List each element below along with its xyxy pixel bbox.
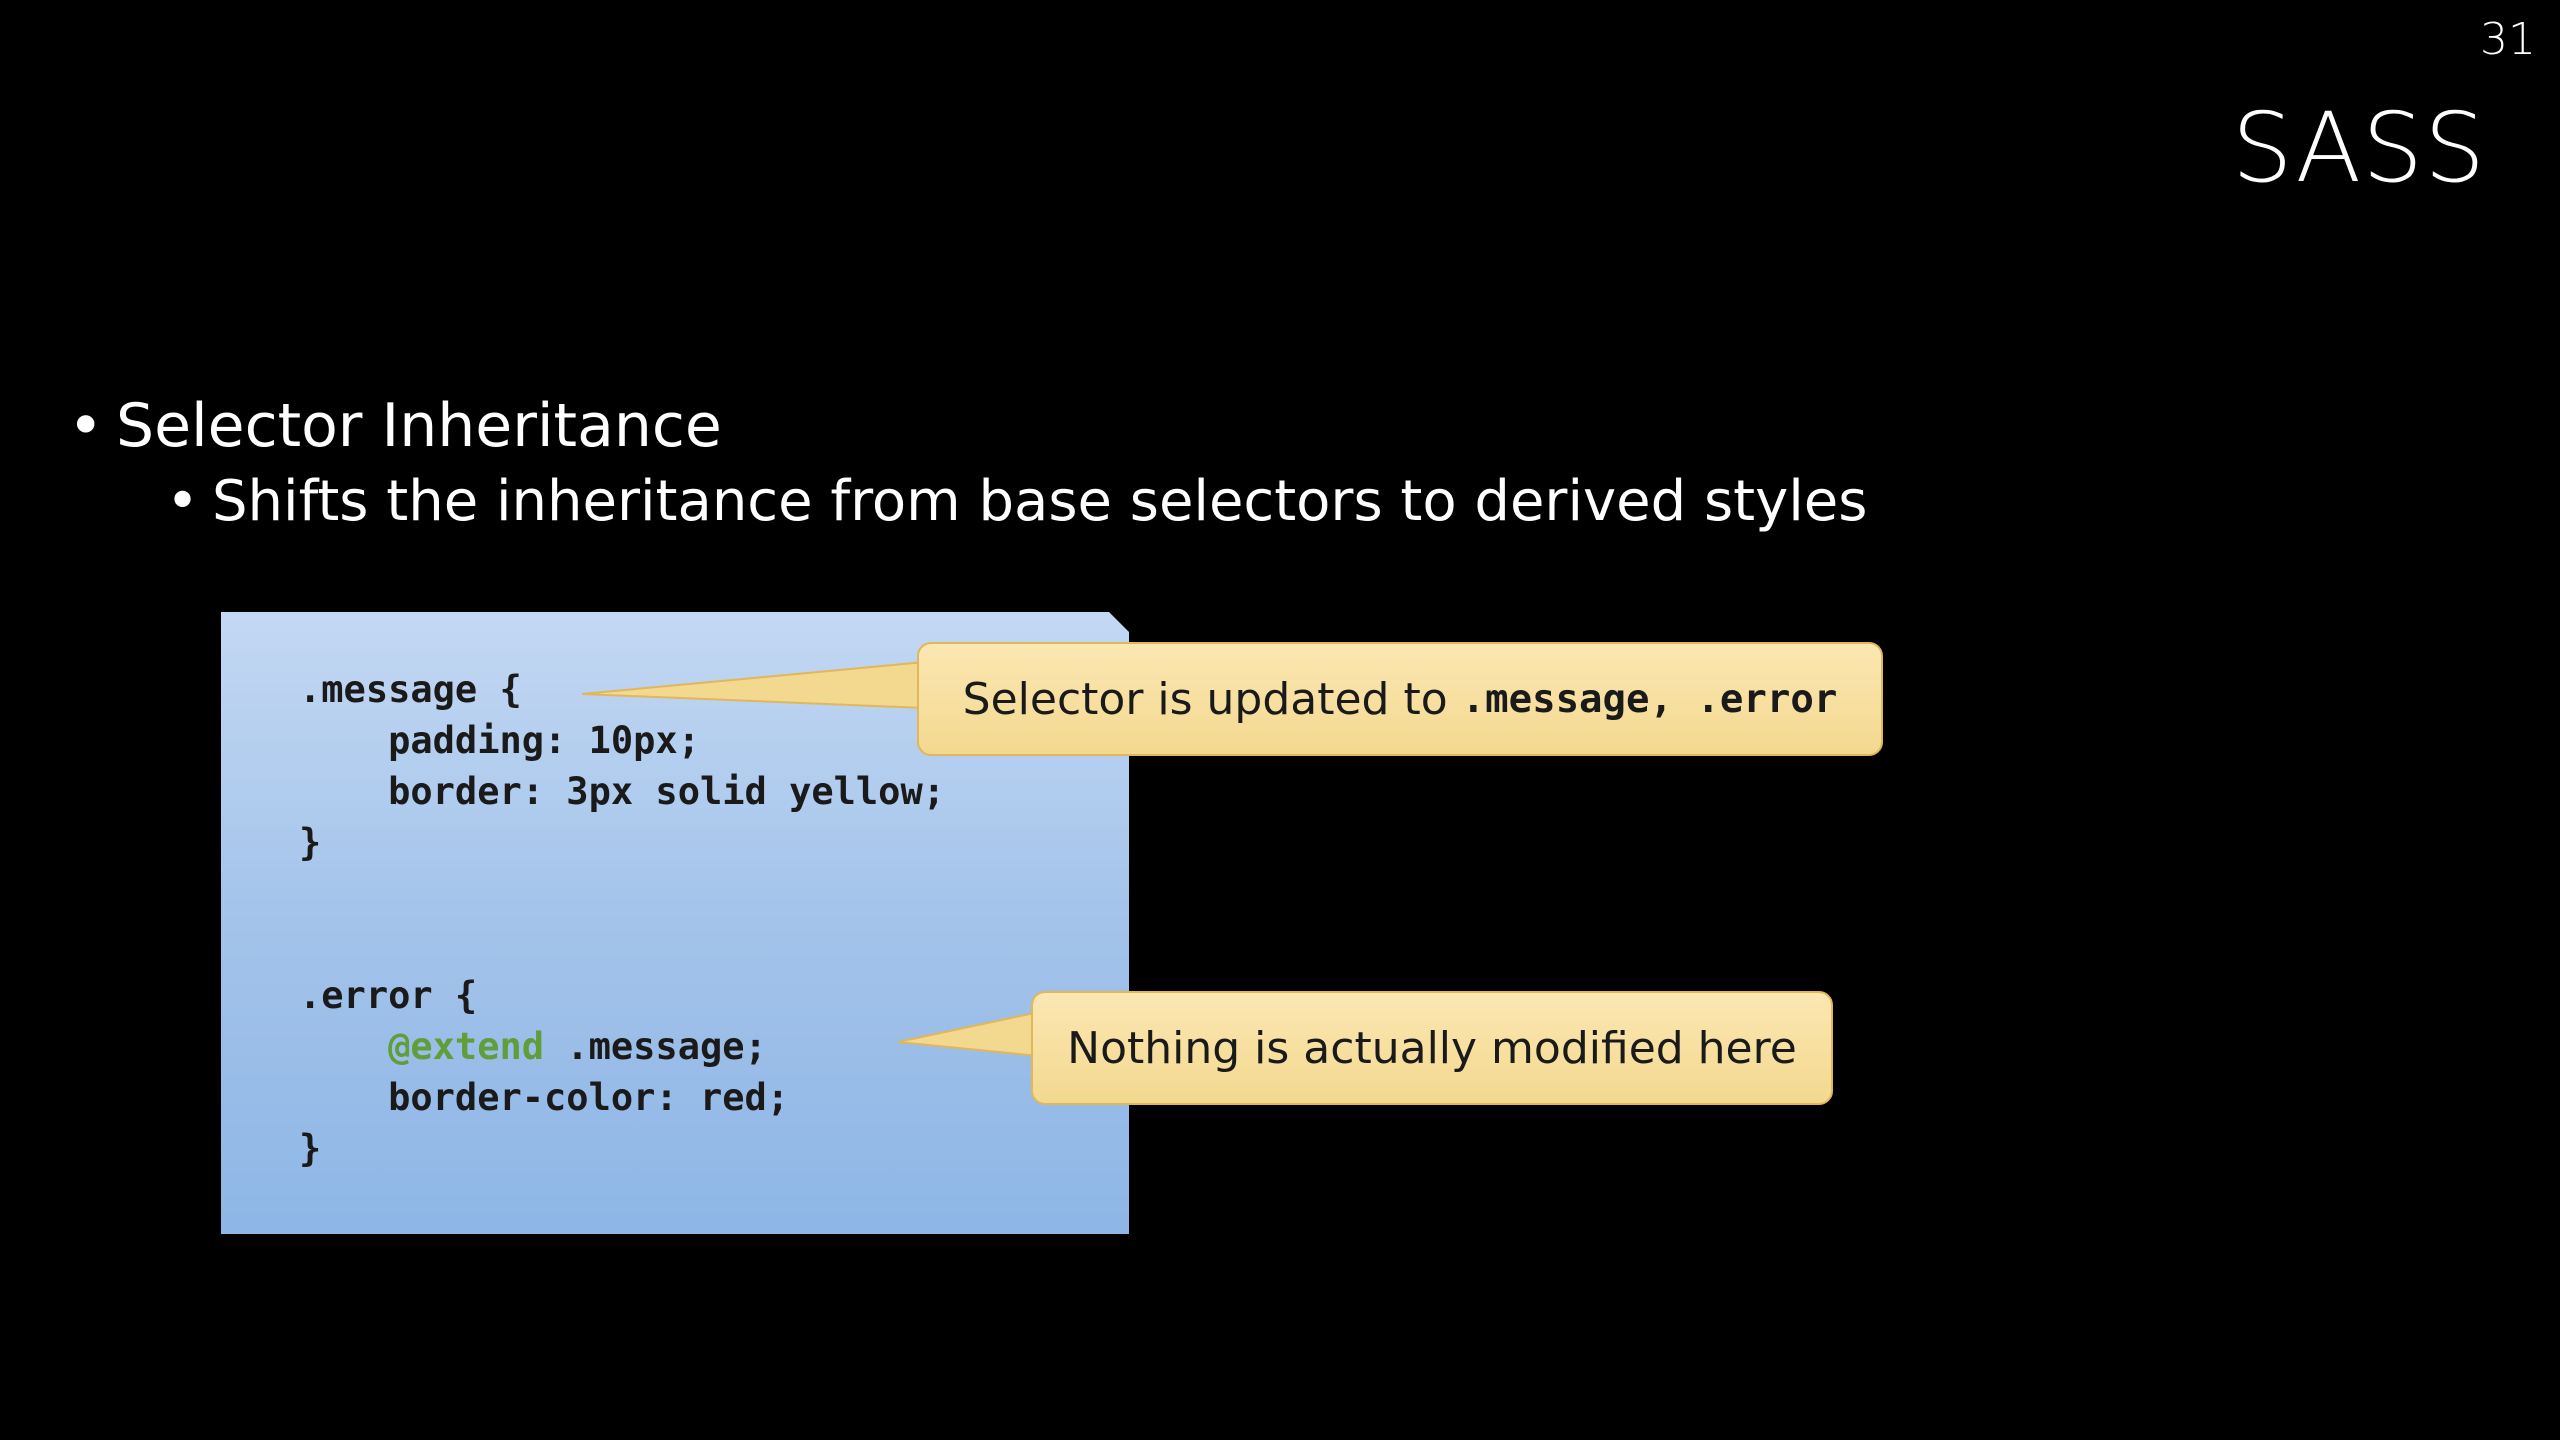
code-line-1: .message { bbox=[299, 668, 522, 711]
bullet-text-level2: Shifts the inheritance from base selecto… bbox=[212, 469, 1868, 534]
callout-1-text: Selector is updated to bbox=[962, 673, 1448, 725]
slide-number: 31 bbox=[2480, 14, 2536, 65]
code-line-8: } bbox=[299, 1127, 322, 1170]
code-line-6: @extend .message; bbox=[299, 1021, 945, 1072]
callout-2-text: Nothing is actually modified here bbox=[1067, 1022, 1797, 1074]
bullet-marker: • bbox=[68, 391, 104, 461]
slide-title: SASS bbox=[2231, 92, 2486, 204]
code-line-7: border-color: red; bbox=[299, 1076, 790, 1119]
code-lines: .message { padding: 10px; border: 3px so… bbox=[299, 664, 945, 1174]
bullet-item-level1: • Selector Inheritance bbox=[66, 388, 2366, 464]
bullet-item-level2: • Shifts the inheritance from base selec… bbox=[66, 464, 2366, 540]
callout-nothing-modified: Nothing is actually modified here bbox=[1031, 991, 1833, 1105]
bullet-list: • Selector Inheritance • Shifts the inhe… bbox=[66, 388, 2366, 540]
code-line-4: } bbox=[299, 821, 322, 864]
bullet-marker: • bbox=[166, 469, 200, 534]
code-line-3: border: 3px solid yellow; bbox=[299, 770, 946, 813]
callout-selector-updated: Selector is updated to .message, .error bbox=[917, 642, 1883, 756]
code-line-5: .error { bbox=[299, 974, 478, 1017]
extend-keyword: @extend bbox=[388, 1025, 545, 1068]
callout-1-code: .message, .error bbox=[1461, 676, 1838, 722]
code-line-6-rest: .message; bbox=[544, 1025, 767, 1068]
callout-2-pointer bbox=[897, 1010, 1040, 1058]
callout-1-pointer bbox=[581, 660, 926, 710]
code-line-2: padding: 10px; bbox=[299, 719, 700, 762]
bullet-text-level1: Selector Inheritance bbox=[116, 391, 722, 461]
